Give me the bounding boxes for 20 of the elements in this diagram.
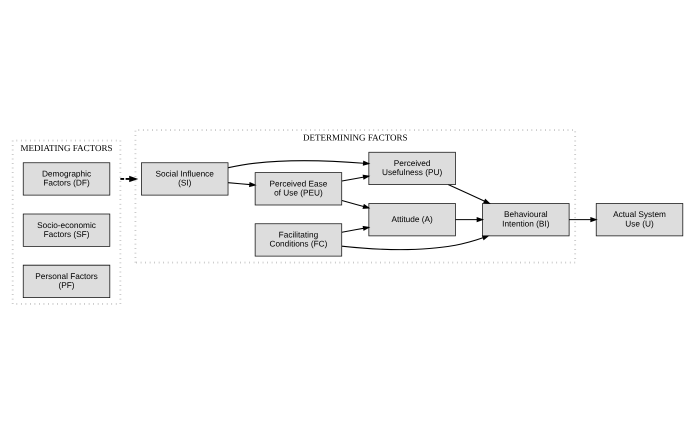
arrow [120, 175, 138, 182]
node-box: Perceived Usefulness (PU) [368, 151, 456, 184]
arrow [342, 225, 370, 232]
node-box: Personal Factors (PF) [22, 264, 110, 298]
arrow [448, 184, 491, 204]
node-box: Facilitating Conditions (FC) [254, 222, 342, 256]
arrow [228, 181, 257, 187]
node-box: Actual System Use (U) [596, 202, 684, 236]
node-box: Social Influence (SI) [141, 162, 228, 196]
node-box: Demographic Factors (DF) [22, 162, 110, 196]
arrow [228, 160, 370, 168]
node-box: Behavioural Intention (BI) [482, 202, 570, 236]
arrow [342, 234, 490, 250]
node-box: Attitude (A) [368, 202, 456, 236]
node-box: Perceived Ease of Use (PEU) [254, 172, 342, 205]
arrow [456, 216, 484, 222]
arrow [342, 200, 370, 208]
arrow [342, 174, 370, 182]
arrow [569, 216, 598, 222]
node-box: Socio-economic Factors (SF) [22, 213, 110, 246]
